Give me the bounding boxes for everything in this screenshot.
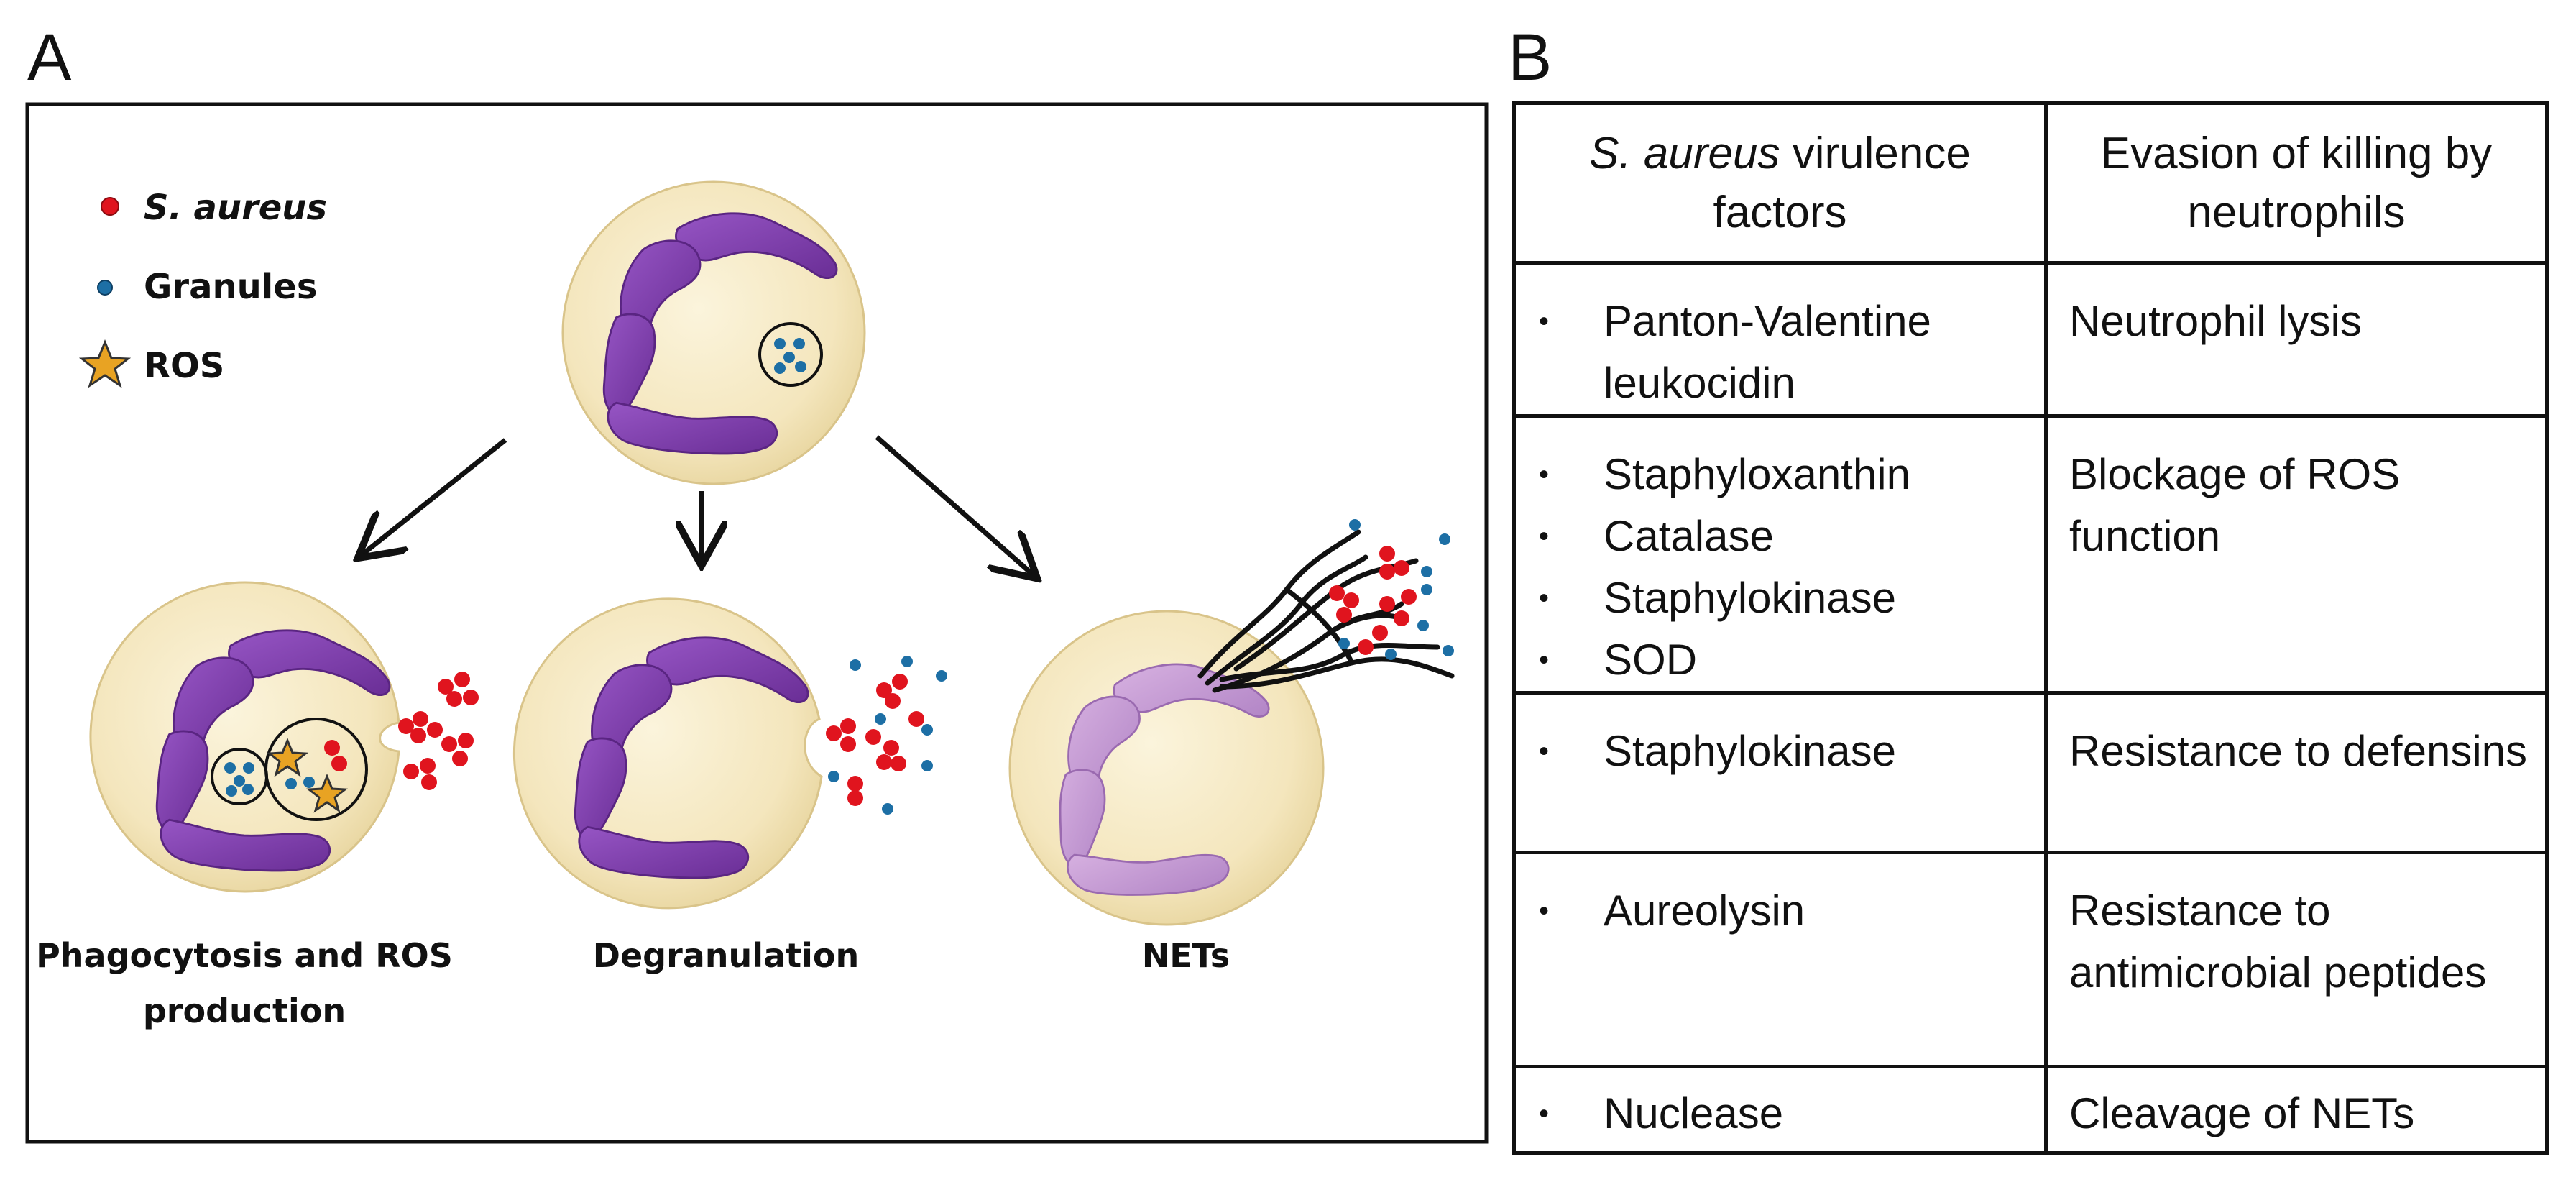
- resting-neutrophil: [561, 180, 866, 485]
- header-evasion: Evasion of killing by neutrophils: [2044, 101, 2549, 265]
- factor-item: Panton-Valentine leukocidin: [1516, 290, 2044, 414]
- degranulation-neutrophil: [512, 597, 947, 910]
- panel-a-border: [25, 102, 1489, 1144]
- factor-cell: Nuclease: [1512, 1065, 2048, 1155]
- evasion-text: Cleavage of NETs: [2069, 1089, 2415, 1137]
- factor-item: Catalase: [1516, 505, 2044, 567]
- factor-cell: StaphyloxanthinCatalaseStaphylokinaseSOD: [1512, 414, 2048, 695]
- evasion-text: Neutrophil lysis: [2069, 297, 2362, 345]
- s-aureus-legend-icon: [101, 197, 119, 216]
- factor-item: Nuclease: [1516, 1083, 2044, 1145]
- panel-a-label: A: [27, 21, 72, 94]
- granule-legend-icon: [97, 280, 113, 296]
- factor-item: SOD: [1516, 629, 2044, 691]
- caption-nets: NETs: [1142, 936, 1230, 975]
- caption-phagocytosis-line2: production: [143, 991, 346, 1030]
- granule-vesicle: [758, 322, 823, 387]
- ros-star-icon: [78, 339, 132, 388]
- evasion-cell: Resistance to defensins: [2044, 691, 2549, 854]
- factor-cell: Aureolysin: [1512, 851, 2048, 1068]
- factor-item: Aureolysin: [1516, 880, 2044, 942]
- evasion-cell: Cleavage of NETs: [2044, 1065, 2549, 1155]
- arrow-to-phagocytosis: [362, 438, 507, 555]
- legend-granules: Granules: [144, 267, 317, 307]
- table-row: Staphylokinase Resistance to defensins: [1512, 691, 2549, 854]
- virulence-factor-table: S. aureus virulence factors Evasion of k…: [1512, 101, 2549, 1155]
- nets-neutrophil: [1008, 519, 1455, 926]
- phagosome: [264, 718, 368, 821]
- net-fibers: [1197, 529, 1455, 693]
- factor-item: Staphylokinase: [1516, 720, 2044, 782]
- legend-ros: ROS: [144, 346, 224, 386]
- factor-cell: Panton-Valentine leukocidin: [1512, 261, 2048, 418]
- evasion-text: Resistance to antimicrobial peptides: [2069, 887, 2487, 997]
- table-row: Panton-Valentine leukocidin Neutrophil ly…: [1512, 261, 2549, 418]
- factor-item: Staphyloxanthin: [1516, 444, 2044, 505]
- evasion-text: Blockage of ROS function: [2069, 450, 2401, 560]
- phagocytosis-neutrophil: [89, 581, 479, 893]
- caption-phagocytosis-line1: Phagocytosis and ROS: [36, 936, 453, 975]
- table-header-row: S. aureus virulence factors Evasion of k…: [1512, 101, 2549, 265]
- evasion-text: Resistance to defensins: [2069, 727, 2528, 775]
- factor-cell: Staphylokinase: [1512, 691, 2048, 854]
- legend-s-aureus: S. aureus: [144, 188, 327, 228]
- evasion-cell: Neutrophil lysis: [2044, 261, 2549, 418]
- header-virulence-factors: S. aureus virulence factors: [1512, 101, 2048, 265]
- table-row: StaphyloxanthinCatalaseStaphylokinaseSOD…: [1512, 414, 2549, 695]
- legend: S. aureus Granules ROS: [78, 188, 327, 388]
- evasion-cell: Blockage of ROS function: [2044, 414, 2549, 695]
- evasion-cell: Resistance to antimicrobial peptides: [2044, 851, 2549, 1068]
- table-row: Aureolysin Resistance to antimicrobial pe…: [1512, 851, 2549, 1068]
- panel-b-label: B: [1508, 21, 1552, 94]
- arrow-to-nets: [875, 435, 1034, 575]
- caption-degranulation: Degranulation: [593, 936, 859, 975]
- factor-item: Staphylokinase: [1516, 567, 2044, 629]
- table-row: Nuclease Cleavage of NETs: [1512, 1065, 2549, 1155]
